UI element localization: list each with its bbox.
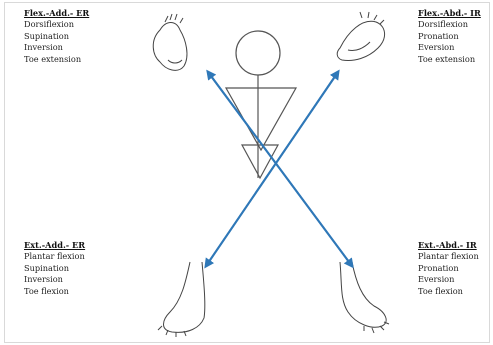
motion-item: Plantar flexion (418, 251, 479, 262)
motion-item: Toe extension (24, 54, 89, 65)
foot-icon-top-right (337, 12, 384, 61)
motion-item: Toe extension (418, 54, 481, 65)
motion-item: Toe flexion (418, 286, 479, 297)
motion-item: Pronation (418, 31, 481, 42)
motion-item: Eversion (418, 42, 481, 53)
motion-item: Inversion (24, 42, 89, 53)
motion-item: Plantar flexion (24, 251, 85, 262)
stick-figure (226, 31, 296, 178)
motion-item: Dorsiflexion (24, 19, 89, 30)
foot-icon-top-left (153, 14, 187, 70)
figure-pelvis-triangle (242, 145, 278, 178)
figure-head (236, 31, 280, 75)
pattern-label-bottom-left: Ext.-Add.- ER Plantar flexion Supination… (24, 240, 85, 297)
figure-torso-triangle (226, 88, 296, 150)
motion-item: Supination (24, 263, 85, 274)
foot-icon-bottom-right (340, 262, 389, 333)
motion-item: Inversion (24, 274, 85, 285)
motion-item: Supination (24, 31, 89, 42)
pattern-label-bottom-right: Ext.-Abd.- IR Plantar flexion Pronation … (418, 240, 479, 297)
arrow-top-left-to-bottom-right (208, 72, 352, 266)
arrow-top-right-to-bottom-left (206, 72, 338, 266)
pattern-header: Ext.-Add.- ER (24, 240, 85, 251)
pattern-header: Flex.-Add.- ER (24, 8, 89, 19)
diagonal-arrows (206, 72, 352, 266)
motion-item: Dorsiflexion (418, 19, 481, 30)
pattern-label-top-left: Flex.-Add.- ER Dorsiflexion Supination I… (24, 8, 89, 65)
pattern-label-top-right: Flex.-Abd.- IR Dorsiflexion Pronation Ev… (418, 8, 481, 65)
foot-icon-bottom-left (158, 262, 205, 337)
motion-item: Pronation (418, 263, 479, 274)
motion-item: Eversion (418, 274, 479, 285)
pattern-header: Flex.-Abd.- IR (418, 8, 481, 19)
motion-item: Toe flexion (24, 286, 85, 297)
pattern-header: Ext.-Abd.- IR (418, 240, 479, 251)
